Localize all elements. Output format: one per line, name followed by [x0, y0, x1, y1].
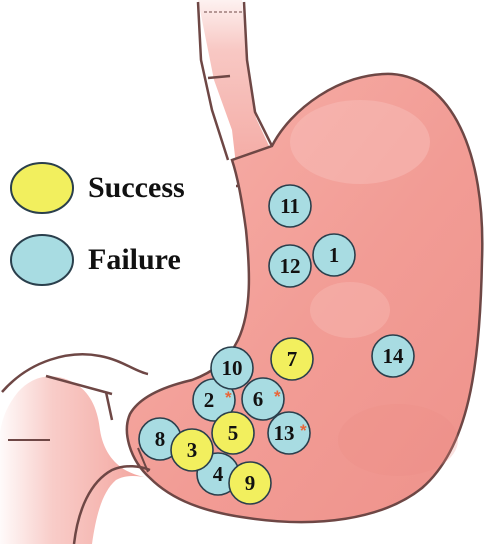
case-marker-5: 5 — [212, 412, 254, 454]
case-marker-9: 9 — [229, 462, 271, 504]
case-marker-7: 7 — [271, 338, 313, 380]
case-marker-number: 14 — [383, 344, 405, 368]
legend-failure: Failure — [11, 235, 181, 285]
case-marker-10: 10 — [211, 347, 253, 389]
duodenum — [0, 354, 150, 544]
case-marker-3: 3 — [171, 429, 213, 471]
case-marker-number: 13 — [274, 421, 295, 445]
case-marker-number: 3 — [187, 438, 198, 462]
case-marker-13: 13 * — [268, 412, 310, 454]
case-marker-11: 11 — [269, 185, 311, 227]
legend-success-label: Success — [88, 171, 185, 204]
case-marker-14: 14 — [372, 335, 414, 377]
case-marker-number: 7 — [287, 347, 298, 371]
case-marker-number: 5 — [228, 421, 239, 445]
legend-success-swatch — [11, 163, 73, 213]
case-marker-number: 4 — [213, 462, 224, 486]
case-marker-number: 12 — [280, 254, 301, 278]
case-marker-number: 10 — [222, 356, 243, 380]
legend-failure-swatch — [11, 235, 73, 285]
case-marker-asterisk: * — [274, 387, 281, 406]
case-marker-number: 2 — [204, 388, 215, 412]
case-marker-12: 12 — [269, 245, 311, 287]
case-marker-1: 1 — [313, 234, 355, 276]
case-marker-6: 6* — [242, 378, 284, 420]
case-marker-number: 6 — [253, 387, 264, 411]
legend: Success Failure — [11, 163, 185, 285]
case-marker-number: 8 — [155, 427, 166, 451]
case-marker-number: 9 — [245, 471, 256, 495]
case-marker-asterisk: * — [225, 388, 232, 407]
case-marker-number: 11 — [280, 194, 300, 218]
legend-failure-label: Failure — [88, 243, 181, 276]
case-marker-asterisk: * — [300, 421, 307, 440]
legend-success: Success — [11, 163, 185, 213]
case-marker-number: 1 — [329, 243, 340, 267]
